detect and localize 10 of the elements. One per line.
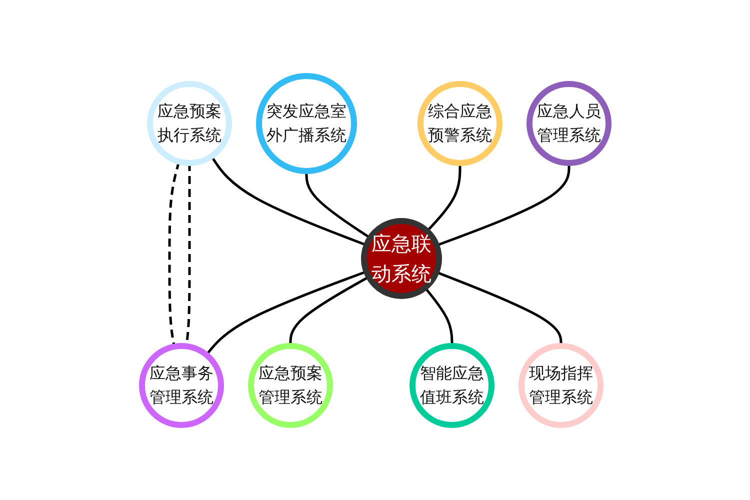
node-circle: 智能应急值班系统 bbox=[409, 342, 494, 428]
node-circle: 应急预案执行系统 bbox=[146, 80, 232, 166]
node-circle: 应急预案管理系统 bbox=[248, 342, 333, 428]
connector bbox=[289, 275, 370, 346]
node-circle: 应急事务管理系统 bbox=[138, 342, 224, 428]
node-circle: 应急人员管理系统 bbox=[526, 80, 612, 166]
node-circle: 突发应急室外广播系统 bbox=[256, 72, 357, 174]
node-circle: 应急联动系统 bbox=[360, 218, 442, 298]
node-circle: 现场指挥管理系统 bbox=[518, 342, 604, 428]
node-circle: 综合应急预警系统 bbox=[417, 80, 502, 166]
